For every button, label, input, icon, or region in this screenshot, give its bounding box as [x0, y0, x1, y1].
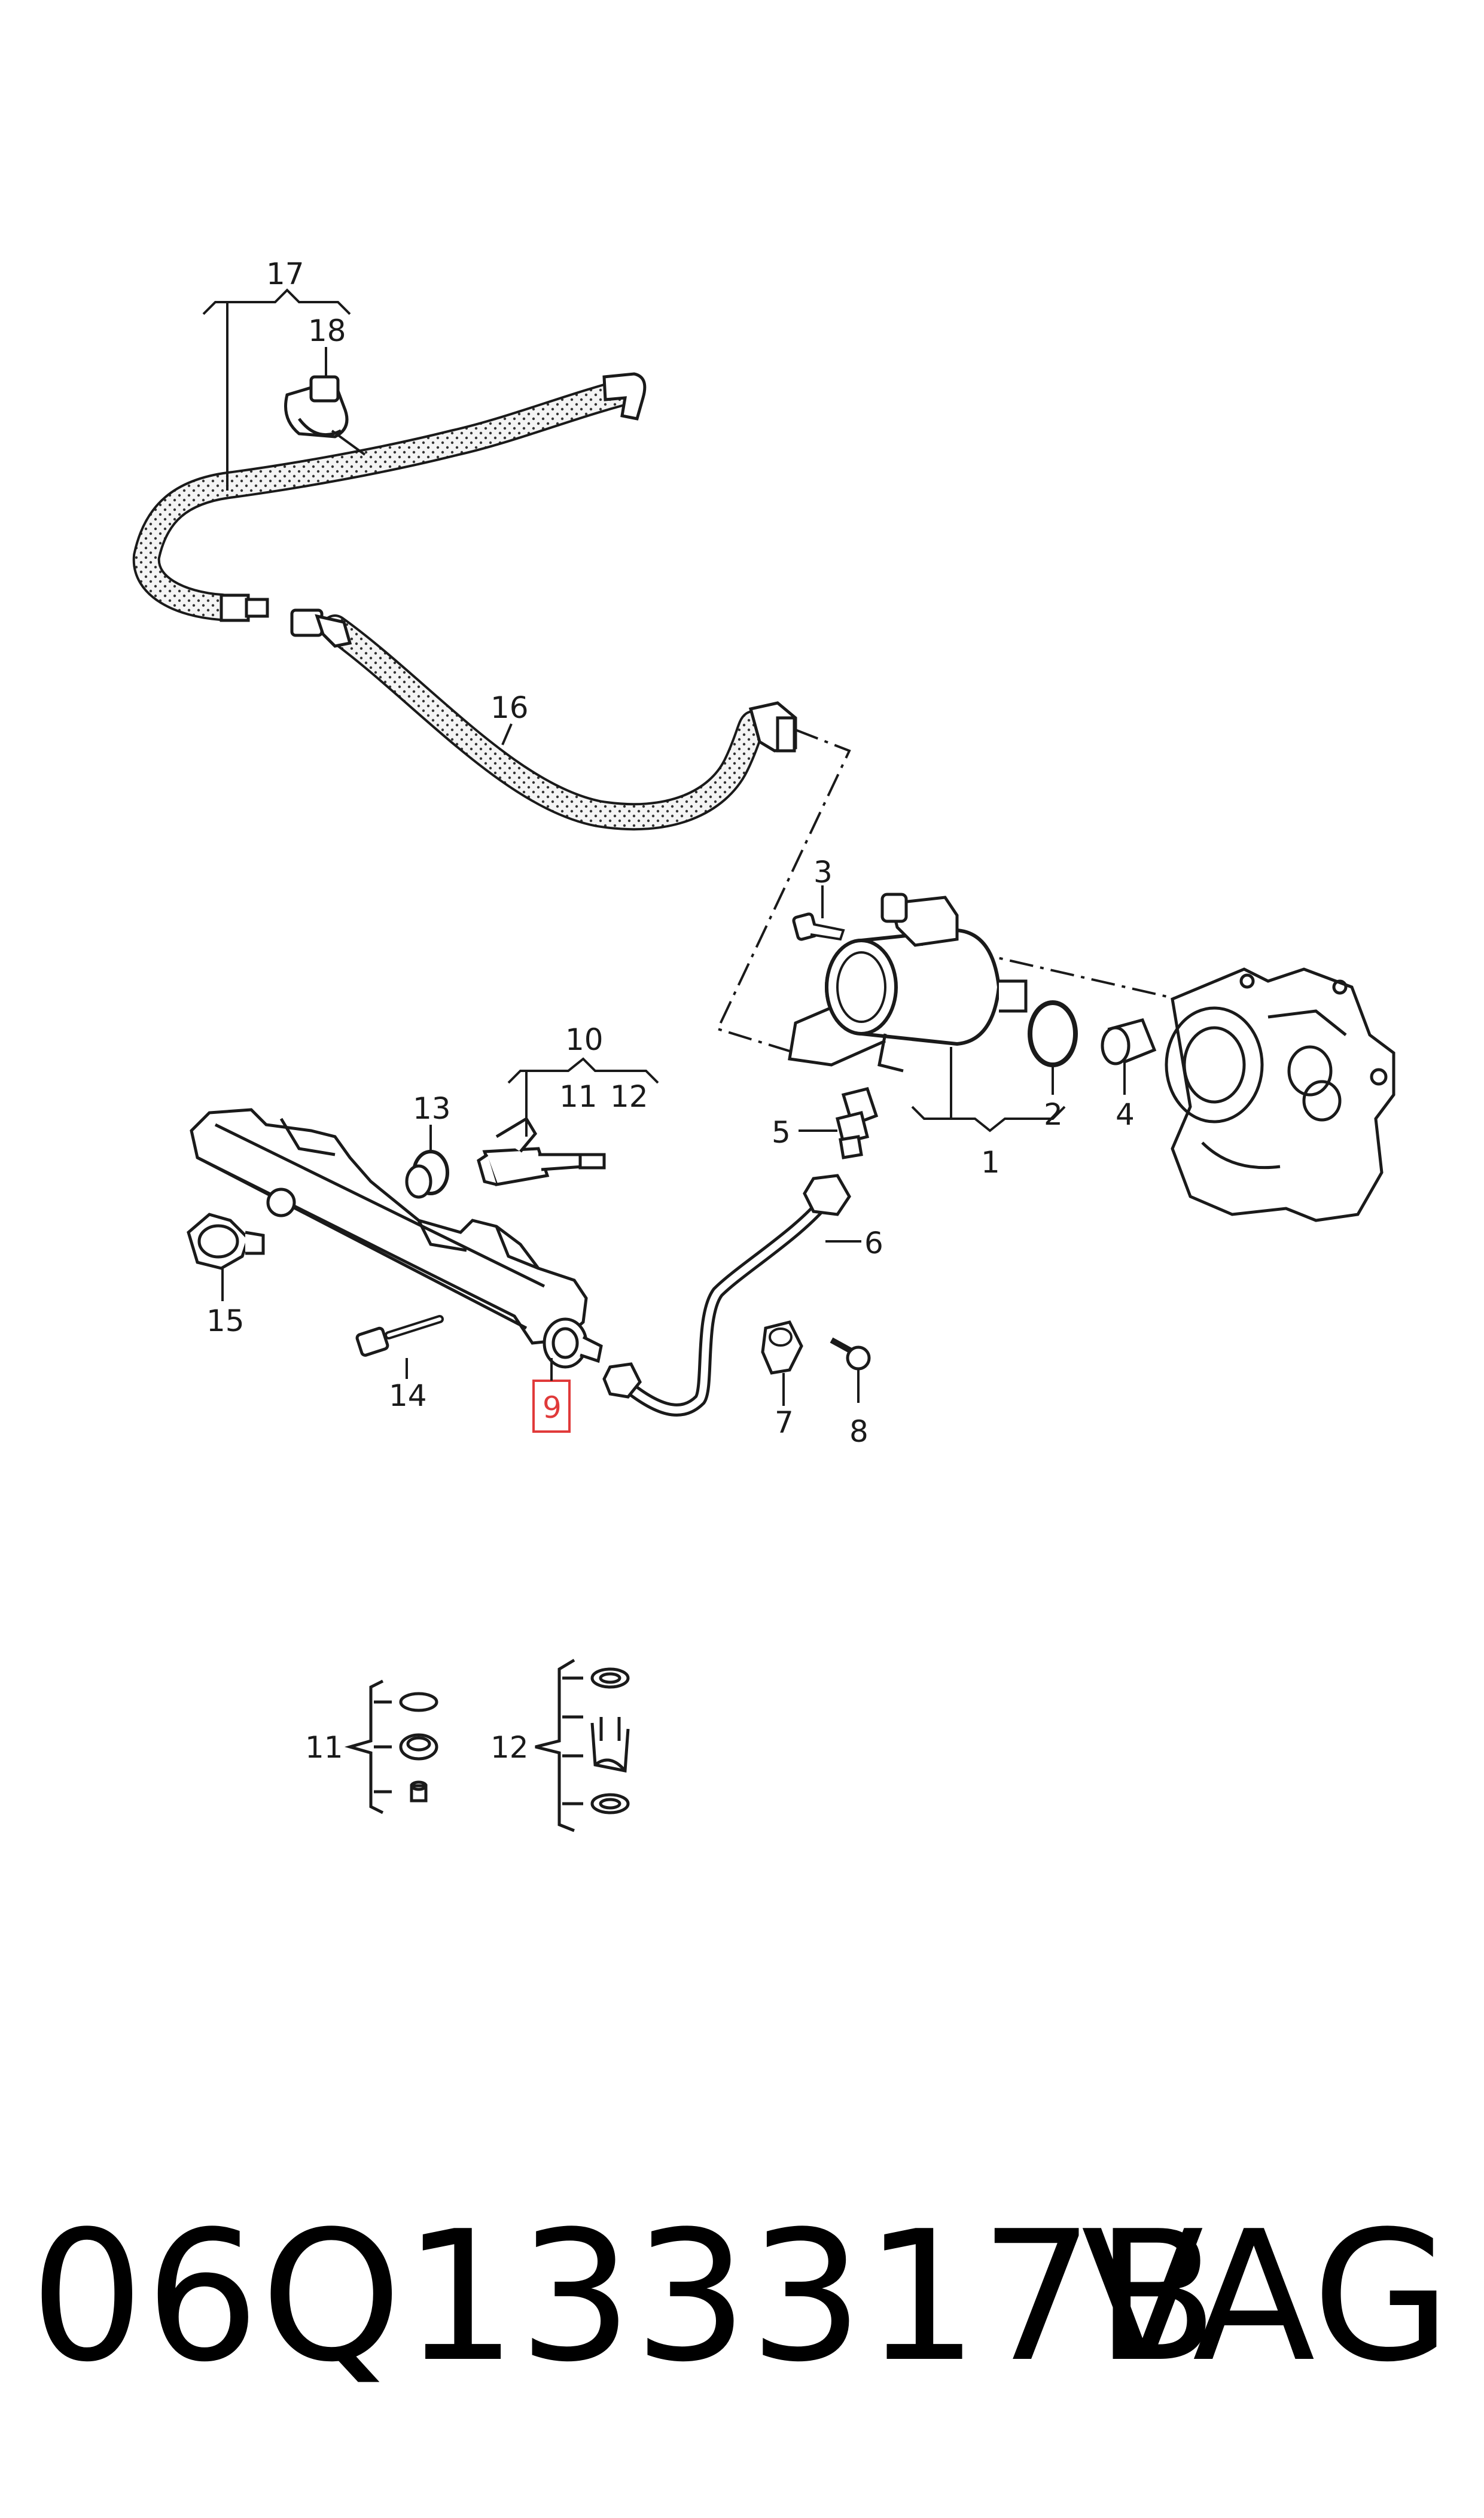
o-ring-2	[1028, 1000, 1078, 1067]
callout-14: 14	[389, 1378, 427, 1413]
high-pressure-line-6	[602, 1174, 851, 1417]
callout-18: 18	[308, 313, 346, 348]
callout-3: 3	[813, 855, 833, 890]
screw-8	[830, 1337, 871, 1371]
clip-18	[284, 375, 366, 456]
callout-17: 17	[266, 257, 304, 291]
bracket-7	[761, 1320, 803, 1375]
pressure-sensor-15	[187, 1213, 265, 1270]
brand-label: VAG	[1081, 2193, 1451, 2401]
callout-7: 7	[775, 1405, 794, 1440]
callout-8: 8	[849, 1414, 869, 1449]
callout-9: 9	[543, 1390, 562, 1425]
callout-12-detail: 12	[490, 1730, 529, 1765]
high-pressure-pump-1	[788, 893, 1028, 1073]
callout-16: 16	[490, 690, 529, 725]
callout-6: 6	[864, 1226, 883, 1260]
connection-line	[716, 729, 1257, 1054]
callout-13: 13	[413, 1091, 451, 1126]
injector-10	[477, 1116, 606, 1186]
callout-4: 4	[1116, 1097, 1135, 1132]
injector-kit-12	[535, 1658, 630, 1832]
fitting-5	[835, 1087, 879, 1159]
bolt-14	[355, 1315, 444, 1357]
callout-11-detail: 11	[305, 1730, 343, 1765]
part-number: 06Q133317B	[30, 2193, 1220, 2401]
fuel-hose-16	[290, 608, 797, 831]
bushing-4	[1101, 1018, 1157, 1065]
callout-1: 1	[981, 1145, 1000, 1180]
callout-2: 2	[1044, 1097, 1063, 1132]
callout-15: 15	[206, 1304, 245, 1338]
callout-10: 10	[565, 1022, 604, 1057]
callout-11: 11	[559, 1079, 598, 1114]
parts-diagram: 17 18 16 3 2 4 1 5 6 7 8 9 10 11 12 13 1…	[132, 257, 1395, 1832]
seal-13	[405, 1150, 449, 1199]
screw-3	[792, 912, 845, 941]
fuel-rail-9	[190, 1108, 603, 1369]
leader-lines	[202, 288, 1126, 1406]
callout-12: 12	[610, 1079, 648, 1114]
cylinder-head-housing	[1165, 967, 1395, 1222]
callout-5: 5	[772, 1115, 791, 1150]
injector-kit-11	[344, 1679, 438, 1814]
callout-labels: 17 18 16 3 2 4 1 5 6 7 8 9 10 11 12 13 1…	[206, 257, 1135, 1765]
fuel-hose-17	[132, 372, 647, 622]
